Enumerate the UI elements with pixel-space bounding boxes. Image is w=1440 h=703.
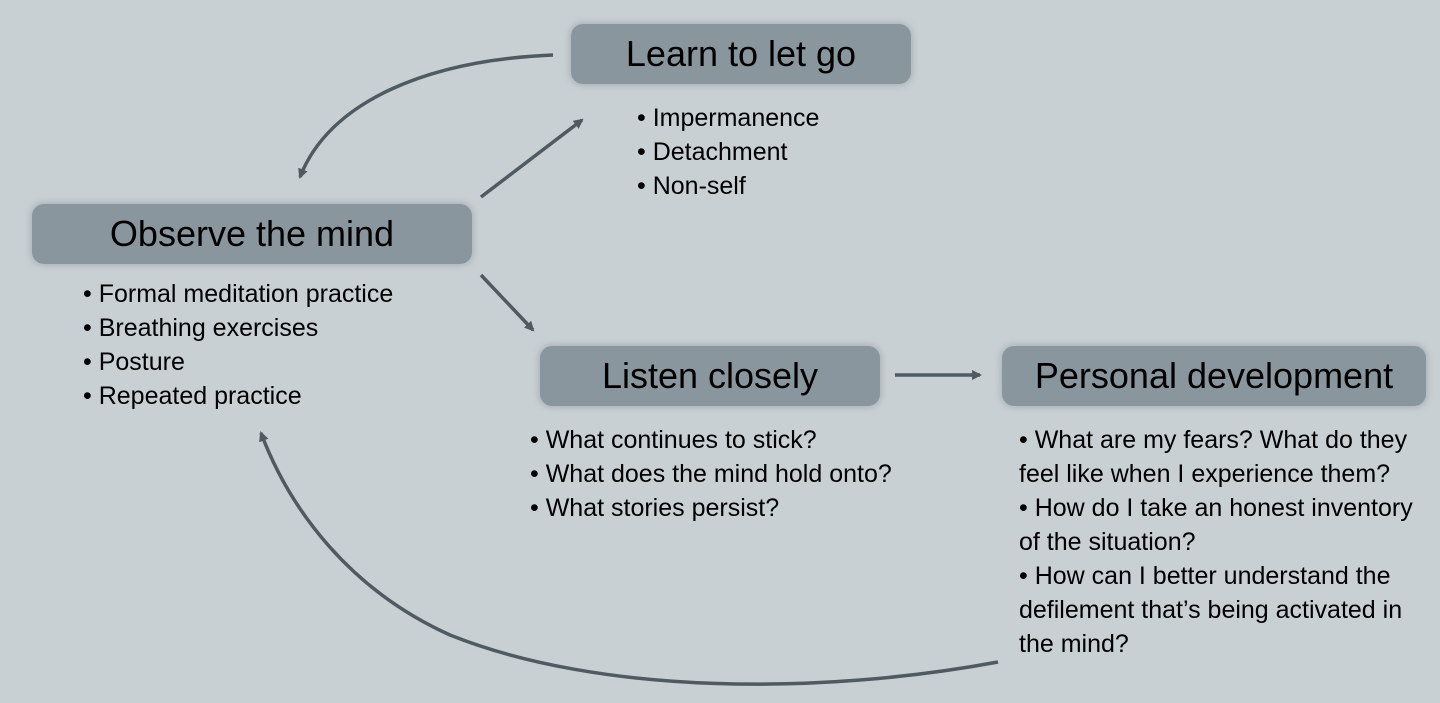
- node-observe-the-mind: Observe the mind: [32, 204, 472, 264]
- list-item: What are my fears? What do they feel lik…: [1019, 423, 1424, 491]
- arrow-observe-to-learn: [479, 118, 584, 199]
- list-item: How do I take an honest inventory of the…: [1019, 491, 1424, 559]
- node-listen-closely: Listen closely: [540, 346, 880, 406]
- learn-bullet-list: Impermanence Detachment Non-self: [637, 101, 957, 203]
- list-item: How can I better understand the defileme…: [1019, 559, 1424, 661]
- list-item: What continues to stick?: [530, 423, 970, 457]
- list-item: Detachment: [637, 135, 957, 169]
- node-learn-to-let-go: Learn to let go: [571, 24, 911, 84]
- list-item: What stories persist?: [530, 491, 970, 525]
- list-item: Impermanence: [637, 101, 957, 135]
- personal-bullet-list: What are my fears? What do they feel lik…: [1019, 423, 1424, 661]
- observe-bullet-list: Formal meditation practice Breathing exe…: [83, 277, 483, 413]
- arrow-personal-to-observe: [259, 431, 999, 686]
- list-item: Posture: [83, 345, 483, 379]
- arrow-learn-to-observe: [298, 53, 554, 179]
- list-item: Non-self: [637, 169, 957, 203]
- list-item: Breathing exercises: [83, 311, 483, 345]
- node-personal-development: Personal development: [1002, 346, 1426, 406]
- list-item: Repeated practice: [83, 379, 483, 413]
- list-item: Formal meditation practice: [83, 277, 483, 311]
- list-item: What does the mind hold onto?: [530, 457, 970, 491]
- listen-bullet-list: What continues to stick? What does the m…: [530, 423, 970, 525]
- arrow-observe-to-listen: [479, 273, 535, 332]
